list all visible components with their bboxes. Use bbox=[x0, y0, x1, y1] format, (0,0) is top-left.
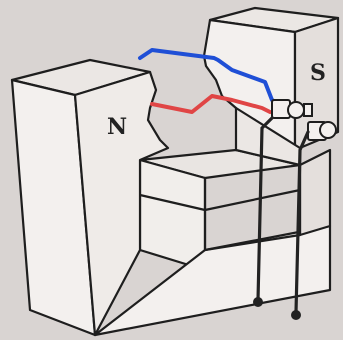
base-side-face bbox=[300, 150, 330, 235]
terminal-screw-1 bbox=[304, 104, 312, 116]
south-pole-label: S bbox=[310, 60, 326, 86]
north-pole-label: N bbox=[107, 114, 127, 140]
terminal-dot-icon bbox=[253, 297, 263, 307]
yoke-front-face bbox=[140, 160, 205, 270]
terminal-knob-1 bbox=[288, 102, 304, 118]
terminal-knob-2 bbox=[320, 122, 336, 138]
terminal-dot-icon bbox=[291, 310, 301, 320]
